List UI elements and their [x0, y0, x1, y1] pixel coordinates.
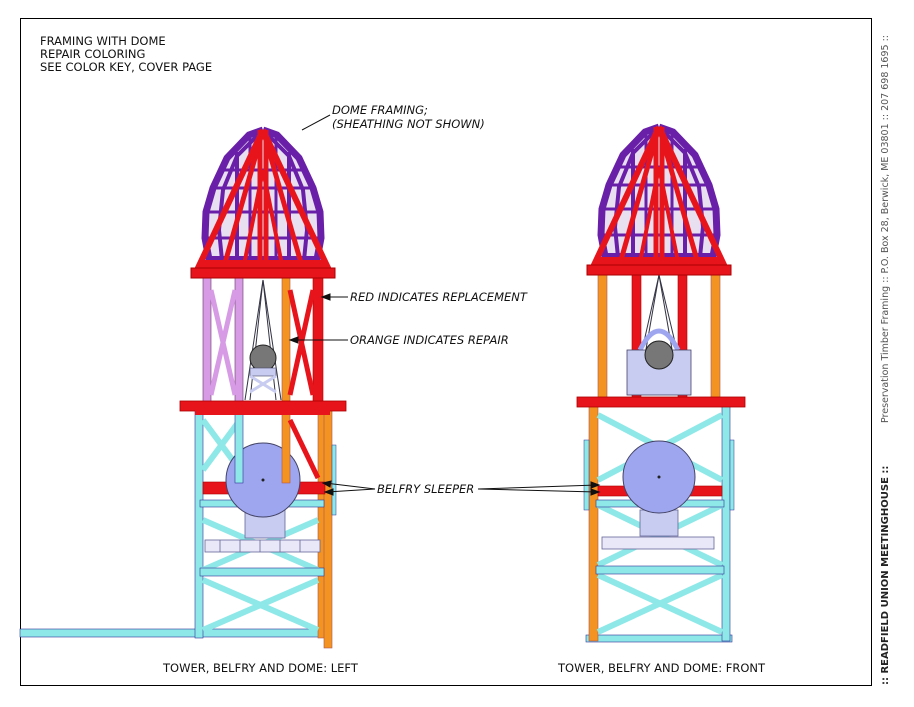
title-block-sidebar: :: READFIELD UNION MEETINGHOUSE :: Prese… [878, 18, 908, 686]
caption-front-view: TOWER, BELFRY AND DOME: FRONT [558, 661, 766, 675]
note-line-2: REPAIR COLORING [40, 47, 146, 61]
callout-dome-line-1: DOME FRAMING; [332, 103, 428, 117]
callout-orange-repair: ORANGE INDICATES REPAIR [350, 333, 509, 347]
company-info: Preservation Timber Framing :: P.O. Box … [880, 35, 891, 423]
drawing-notes: FRAMING WITH DOME REPAIR COLORING SEE CO… [40, 35, 212, 74]
callout-dome-framing: DOME FRAMING; (SHEATHING NOT SHOWN) [332, 103, 485, 131]
callout-red-replacement: RED INDICATES REPLACEMENT [350, 290, 527, 304]
front-view [576, 127, 746, 643]
caption-left-view: TOWER, BELFRY AND DOME: LEFT [163, 661, 358, 675]
leader-lines [288, 114, 601, 496]
left-view [19, 130, 347, 649]
project-title: :: READFIELD UNION MEETINGHOUSE :: [880, 465, 891, 685]
ground-sill [19, 628, 327, 638]
callout-dome-line-2: (SHEATHING NOT SHOWN) [332, 117, 485, 131]
callout-belfry-sleeper: BELFRY SLEEPER [377, 482, 475, 496]
drawing-sheet-border [20, 18, 872, 686]
note-line-1: FRAMING WITH DOME [40, 34, 166, 48]
note-line-3: SEE COLOR KEY, COVER PAGE [40, 60, 213, 74]
